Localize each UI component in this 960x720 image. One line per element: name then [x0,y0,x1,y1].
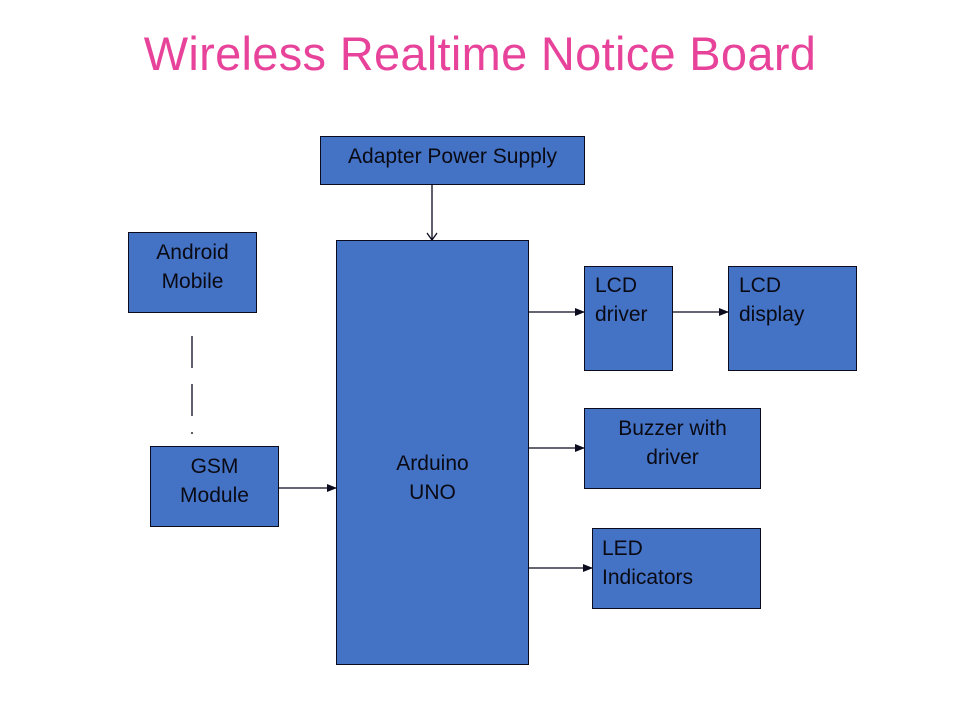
block-gsm-module: GSM Module [150,446,279,527]
block-arduino-uno: Arduino UNO [336,240,529,665]
diagram-title: Wireless Realtime Notice Board [143,27,817,80]
block-led-indicators: LED Indicators [592,528,761,609]
block-lcd-display: LCD display [728,266,857,371]
block-android-mobile: Android Mobile [128,232,257,313]
block-lcd-driver: LCD driver [584,266,673,371]
block-buzzer-with-driver: Buzzer with driver [584,408,761,489]
block-adapter-power-supply: Adapter Power Supply [320,136,585,185]
